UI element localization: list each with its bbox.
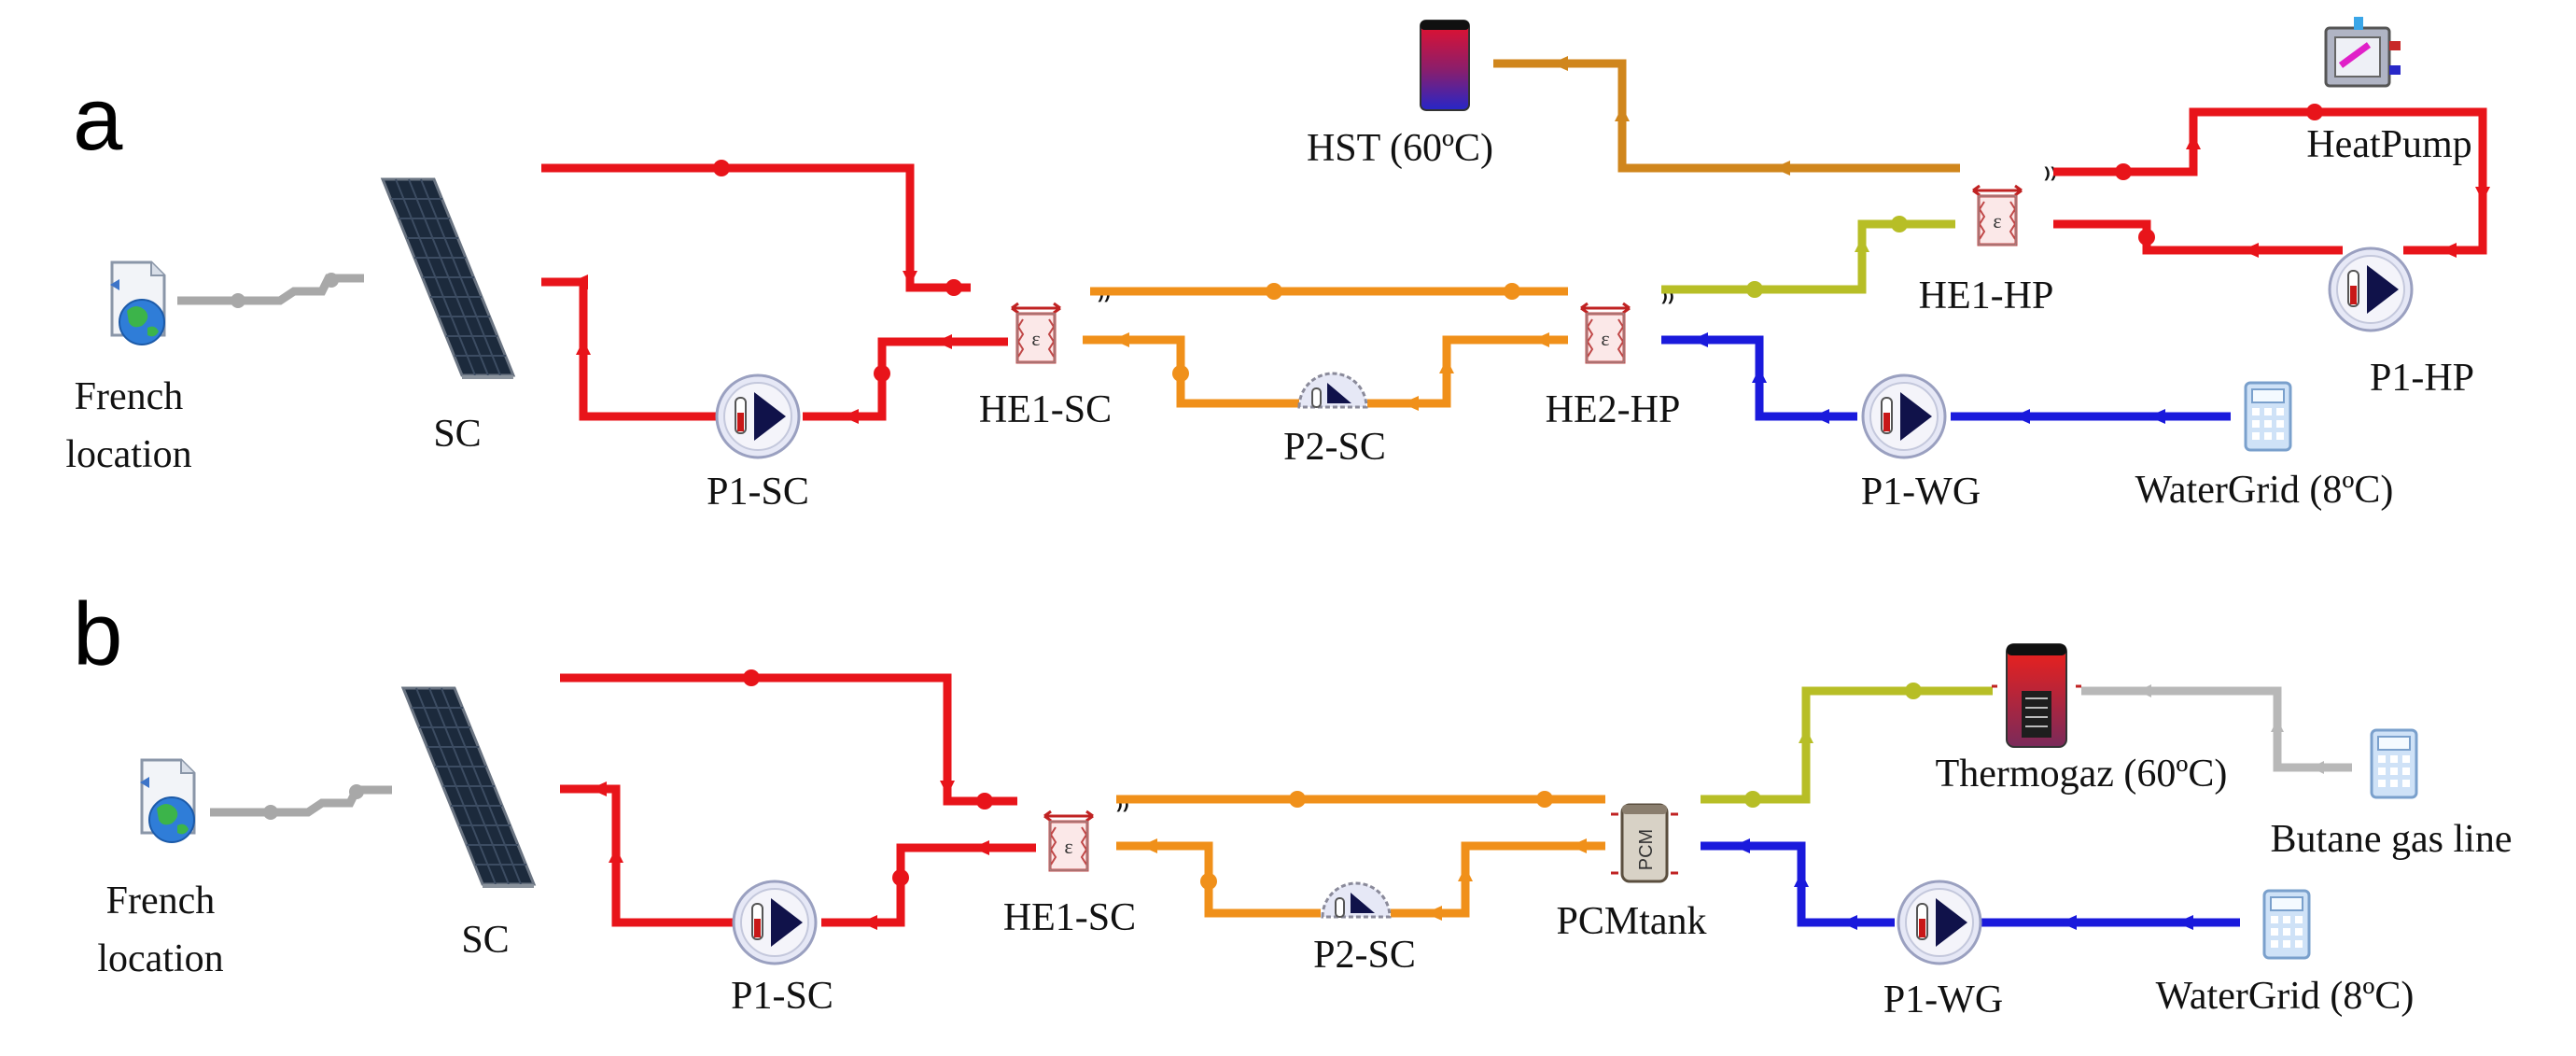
- location-label-1: French: [106, 880, 216, 922]
- panel-letter: a: [73, 69, 123, 169]
- panel-a: a French location SC P1-SC ⁾⁾ HE1-SC: [65, 17, 2490, 514]
- pipe-sc-return-hx: [803, 337, 1008, 421]
- pcm-tank-icon: PCM: [1611, 803, 1678, 883]
- svg-text:⁾⁾: ⁾⁾: [1661, 287, 1674, 316]
- weather-link: [210, 785, 392, 817]
- he1-hp-label: HE1-HP: [1919, 275, 2054, 317]
- pipe-hp-hot: [2053, 107, 2487, 255]
- svg-text:PCM: PCM: [1636, 829, 1657, 870]
- location-label-1: French: [75, 375, 184, 418]
- p1-sc-label: P1-SC: [731, 975, 833, 1018]
- heatpump-label: HeatPump: [2306, 123, 2471, 166]
- pipe-hp-return: [2053, 219, 2343, 255]
- pump-icon: [1861, 373, 1947, 459]
- sc-label: SC: [461, 919, 509, 962]
- pipe-warm-left: [1083, 335, 1299, 408]
- pump-icon: [2328, 246, 2414, 332]
- pcmtank-label: PCMtank: [1556, 900, 1706, 943]
- p2-sc-label: P2-SC: [1313, 934, 1416, 977]
- calculator-icon: [2370, 728, 2418, 799]
- pipe-sc-return-col: [541, 277, 717, 421]
- watergrid-label: WaterGrid (8ºC): [2135, 469, 2394, 512]
- panel-b: b French location SC P1-SC ⁾⁾ HE1-SC: [73, 584, 2512, 1021]
- hst-label: HST (60ºC): [1307, 127, 1493, 170]
- pump-icon: [732, 880, 818, 965]
- solar-collector-icon: [381, 177, 515, 381]
- panel-letter: b: [73, 584, 122, 684]
- location-label-2: location: [97, 937, 223, 980]
- heat-exchanger-icon: [1579, 302, 1631, 364]
- p2-sc-label: P2-SC: [1283, 426, 1386, 469]
- p1-sc-label: P1-SC: [707, 471, 809, 514]
- storage-tank-icon: [1420, 20, 1470, 111]
- pump-icon: [1897, 880, 1982, 965]
- pipe-sc-hot-out: [541, 163, 971, 292]
- pump-icon: [1321, 881, 1392, 919]
- solar-collector-icon: [401, 686, 536, 890]
- p1-wg-label: P1-WG: [1861, 471, 1981, 514]
- sc-label: SC: [433, 413, 481, 456]
- pipe-hp-link: [1661, 219, 1955, 294]
- he1-sc-label: HE1-SC: [1003, 896, 1136, 939]
- heat-exchanger-icon: [1971, 184, 2023, 246]
- p1-wg-label: P1-WG: [1883, 979, 2003, 1021]
- weather-data-icon: [108, 260, 166, 346]
- butane-label: Butane gas line: [2271, 818, 2513, 861]
- he2-hp-label: HE2-HP: [1546, 388, 1681, 431]
- p1-hp-label: P1-HP: [2370, 357, 2474, 400]
- pipe-sc-return-col: [560, 784, 737, 927]
- pipe-hst: [1493, 59, 1960, 173]
- thermogaz-label: Thermogaz (60ºC): [1936, 753, 2228, 796]
- pump-icon: [1297, 372, 1368, 409]
- location-label-2: location: [65, 433, 191, 476]
- calculator-icon: [2262, 889, 2311, 960]
- storage-tank-icon: [1992, 643, 2081, 748]
- pipe-warm-left: [1116, 841, 1321, 918]
- heat-exchanger-icon: [1010, 302, 1062, 364]
- heat-exchanger-icon: [1043, 810, 1095, 872]
- watergrid-label: WaterGrid (8ºC): [2156, 975, 2415, 1018]
- calculator-icon: [2244, 381, 2292, 452]
- pipe-warm-right: [1367, 335, 1568, 408]
- heat-pump-icon: [2324, 17, 2401, 88]
- pump-icon: [715, 373, 801, 459]
- he1-sc-label: HE1-SC: [979, 388, 1112, 431]
- weather-data-icon: [138, 758, 196, 844]
